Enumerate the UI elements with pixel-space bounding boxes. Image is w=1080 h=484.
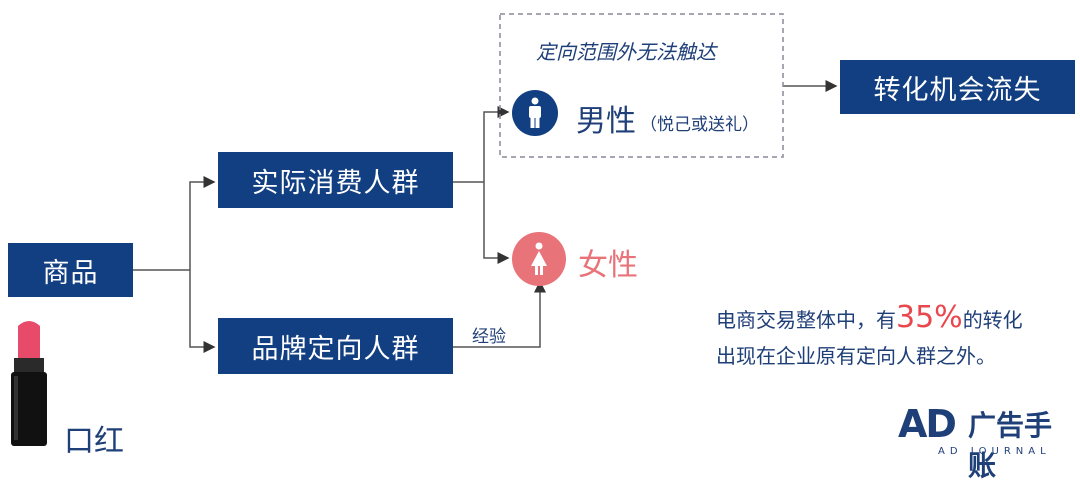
male-note: （悦己或送礼）: [640, 115, 759, 135]
product-node: 商品: [8, 243, 133, 297]
male-label: 男性: [576, 104, 636, 139]
outside-target-caption: 定向范围外无法触达: [536, 40, 716, 64]
logo-mark: AD: [898, 402, 957, 446]
female-circle: [512, 232, 566, 286]
brand-target-node: 品牌定向人群: [218, 318, 453, 374]
actual-consumers-label: 实际消费人群: [251, 167, 420, 199]
male-icon: [529, 97, 541, 128]
outside-target-region: [499, 13, 784, 158]
male-circle: [512, 90, 558, 136]
logo-name: 广告手账: [968, 409, 1053, 482]
line-actual-to-female: [483, 182, 510, 264]
footnote-line1: 电商交易整体中，有35%的转化: [716, 300, 1023, 338]
footnote-after: 的转化: [962, 308, 1023, 332]
line-brand-to-female: [453, 280, 546, 348]
line-split-to-actual: [189, 176, 216, 270]
footnote-before: 电商交易整体中，有: [716, 308, 896, 332]
conversion-lost-node: 转化机会流失: [840, 60, 1075, 114]
conversion-lost-label: 转化机会流失: [873, 74, 1042, 106]
lipstick-icon: [11, 321, 47, 446]
line-actual-to-male: [483, 106, 510, 182]
lipstick-label: 口红: [64, 424, 124, 459]
logo-sub: AD JOURNAL: [938, 446, 1051, 457]
experience-label: 经验: [472, 327, 506, 347]
female-label: 女性: [578, 248, 638, 283]
product-node-label: 商品: [42, 257, 99, 289]
female-icon: [531, 242, 547, 275]
actual-consumers-node: 实际消费人群: [218, 152, 453, 208]
footnote: 电商交易整体中，有35%的转化 出现在企业原有定向人群之外。: [716, 300, 1023, 374]
footnote-percent: 35%: [896, 300, 963, 335]
line-split-to-brand: [189, 270, 216, 353]
brand-target-label: 品牌定向人群: [251, 333, 420, 365]
ad-journal-logo: AD 广告手账 AD JOURNAL: [898, 402, 1078, 482]
footnote-line2: 出现在企业原有定向人群之外。: [716, 344, 996, 368]
